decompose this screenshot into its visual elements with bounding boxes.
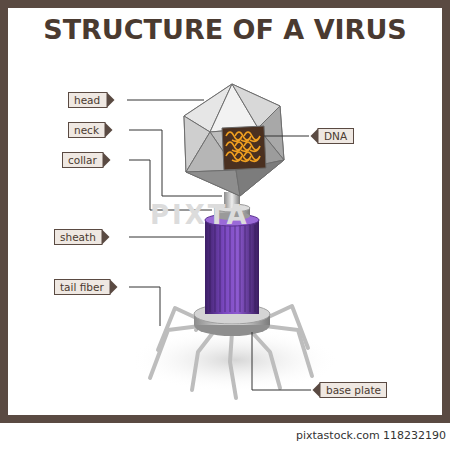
frame (0, 0, 450, 423)
part-label: sheath (54, 229, 110, 245)
watermark-site: pixtastock.com (296, 429, 380, 442)
title: STRUCTURE OF A VIRUS (0, 14, 450, 45)
part-label: head (68, 92, 115, 108)
watermark-id: 118232190 (383, 429, 446, 442)
part-label: neck (68, 122, 113, 138)
label-tag: collar (62, 152, 111, 168)
part-label: collar (62, 152, 111, 168)
part-label: tail fiber (54, 279, 118, 295)
dna-window (222, 126, 266, 170)
head-capsid (184, 84, 284, 196)
watermark: PIXTA (150, 200, 250, 230)
label-tag: neck (68, 122, 113, 138)
part-label: base plate (312, 382, 387, 398)
panel (8, 8, 442, 415)
label-tag: sheath (54, 229, 110, 245)
label-tag: tail fiber (54, 279, 118, 295)
label-tag: DNA (310, 128, 354, 144)
part-label: DNA (310, 128, 354, 144)
label-tag: head (68, 92, 115, 108)
sheath (205, 220, 259, 314)
label-tag: base plate (312, 382, 387, 398)
dna-strands (226, 132, 260, 161)
leader-lines (127, 100, 311, 390)
